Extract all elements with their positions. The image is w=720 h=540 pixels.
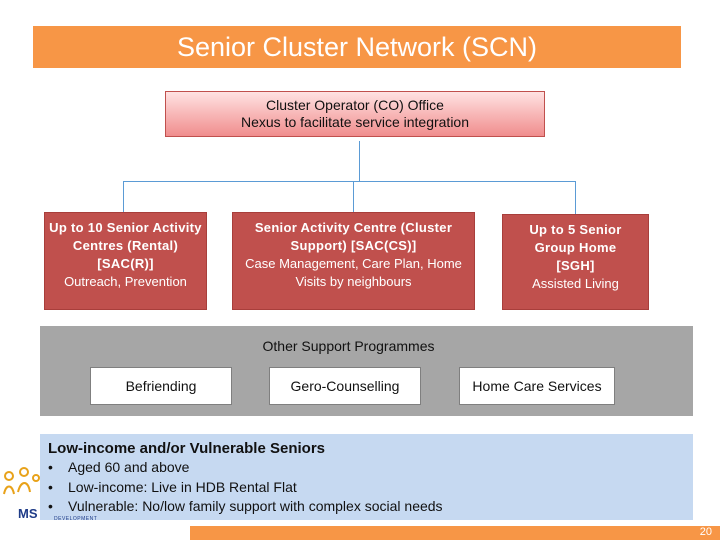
seniors-bullet-text: Aged 60 and above: [68, 459, 190, 475]
logo-figures-icon: [3, 467, 40, 495]
connector-horizontal: [123, 181, 576, 182]
footer-bar: [190, 526, 720, 540]
connector-left: [123, 181, 124, 212]
seniors-bullet: •Vulnerable: No/low family support with …: [48, 498, 443, 514]
sac-cluster-support-text: Case Management, Care Plan, Home Visits …: [245, 256, 462, 289]
sgh-text: Assisted Living: [532, 276, 619, 291]
gero-counselling-box: Gero-Counselling: [269, 367, 421, 405]
co-office-title: Cluster Operator (CO) Office: [266, 97, 444, 113]
seniors-bullet-text: Low-income: Live in HDB Rental Flat: [68, 479, 297, 495]
sac-rental-text: Outreach, Prevention: [64, 274, 187, 289]
sac-rental-title: Up to 10 Senior Activity Centres (Rental…: [49, 220, 202, 271]
ministry-logo: MS: [0, 462, 42, 522]
co-office-subtitle: Nexus to facilitate service integration: [241, 114, 469, 130]
support-title: Other Support Programmes: [262, 338, 435, 354]
seniors-bullet: •Aged 60 and above: [48, 459, 190, 475]
connector-vertical-main: [359, 141, 360, 182]
connector-middle: [353, 181, 354, 212]
seniors-bullet-text: Vulnerable: No/low family support with c…: [68, 498, 443, 514]
home-care-services-box: Home Care Services: [459, 367, 615, 405]
seniors-title: Low-income and/or Vulnerable Seniors: [48, 440, 325, 457]
connector-right: [575, 181, 576, 214]
sgh-box: Up to 5 Senior Group Home [SGH] Assisted…: [502, 214, 649, 310]
seniors-bullet: •Low-income: Live in HDB Rental Flat: [48, 479, 297, 495]
sac-cluster-support-title: Senior Activity Centre (Cluster Support)…: [254, 220, 453, 253]
seniors-panel: [40, 434, 693, 520]
slide-title: Senior Cluster Network (SCN): [33, 26, 681, 68]
logo-subtext: DEVELOPMENT: [54, 516, 98, 522]
logo-text: MS: [18, 506, 38, 521]
sgh-title: Up to 5 Senior Group Home [SGH]: [529, 222, 622, 273]
sac-rental-box: Up to 10 Senior Activity Centres (Rental…: [44, 212, 207, 310]
befriending-box: Befriending: [90, 367, 232, 405]
sac-cluster-support-box: Senior Activity Centre (Cluster Support)…: [232, 212, 475, 310]
page-number: 20: [699, 526, 712, 538]
co-office-box: Cluster Operator (CO) Office Nexus to fa…: [165, 91, 545, 137]
